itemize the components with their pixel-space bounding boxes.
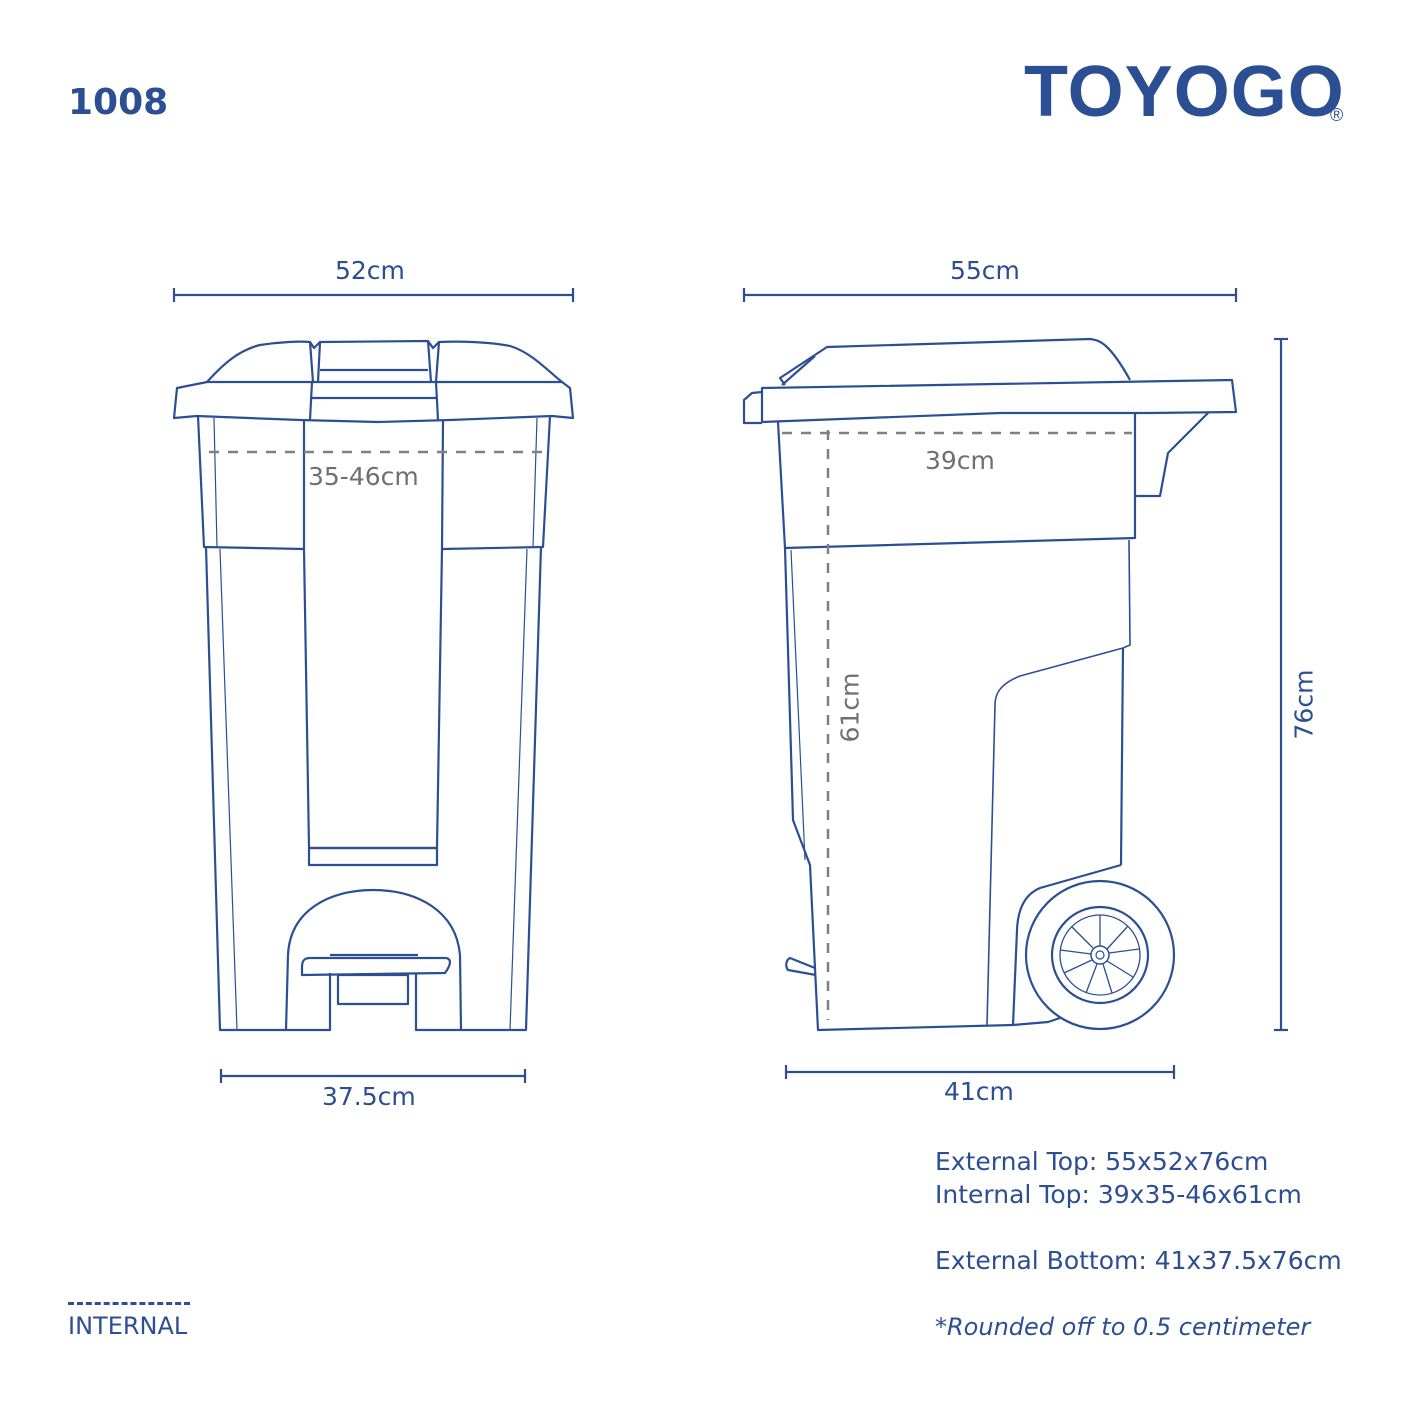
legend-internal-label: INTERNAL	[68, 1312, 188, 1340]
label-top-depth: 55cm	[950, 256, 1020, 285]
spec-external-bottom: External Bottom: 41x37.5x76cm	[935, 1246, 1342, 1275]
label-bottom-depth: 41cm	[944, 1077, 1014, 1106]
dimension-line-overall-height	[1274, 337, 1288, 1032]
rounding-note: *Rounded off to 0.5 centimeter	[935, 1313, 1311, 1341]
brand-logo: TOYOGO	[1024, 52, 1345, 132]
side-view-bin	[742, 288, 1288, 1079]
dimension-line-top-width	[172, 288, 575, 302]
internal-dimension-lines	[209, 430, 1132, 1020]
spec-internal-top: Internal Top: 39x35-46x61cm	[935, 1180, 1302, 1209]
label-bottom-width: 37.5cm	[322, 1082, 416, 1111]
model-number: 1008	[68, 82, 169, 123]
label-internal-depth: 39cm	[925, 446, 995, 475]
legend-dashed-line-icon	[68, 1302, 190, 1305]
label-overall-height: 76cm	[1289, 669, 1319, 740]
label-internal-width: 35-46cm	[308, 462, 419, 491]
label-top-width: 52cm	[335, 256, 405, 285]
dimension-line-top-depth	[742, 288, 1238, 302]
label-internal-height: 61cm	[835, 672, 865, 743]
specs-block: External Top: 55x52x76cm Internal Top: 3…	[935, 1145, 1342, 1277]
spec-external-top: External Top: 55x52x76cm	[935, 1147, 1269, 1176]
registered-mark-icon: ®	[1330, 105, 1344, 125]
dimension-line-bottom-width	[219, 1069, 527, 1083]
dimension-line-bottom-depth	[784, 1065, 1176, 1079]
front-view-bin	[172, 288, 575, 1083]
